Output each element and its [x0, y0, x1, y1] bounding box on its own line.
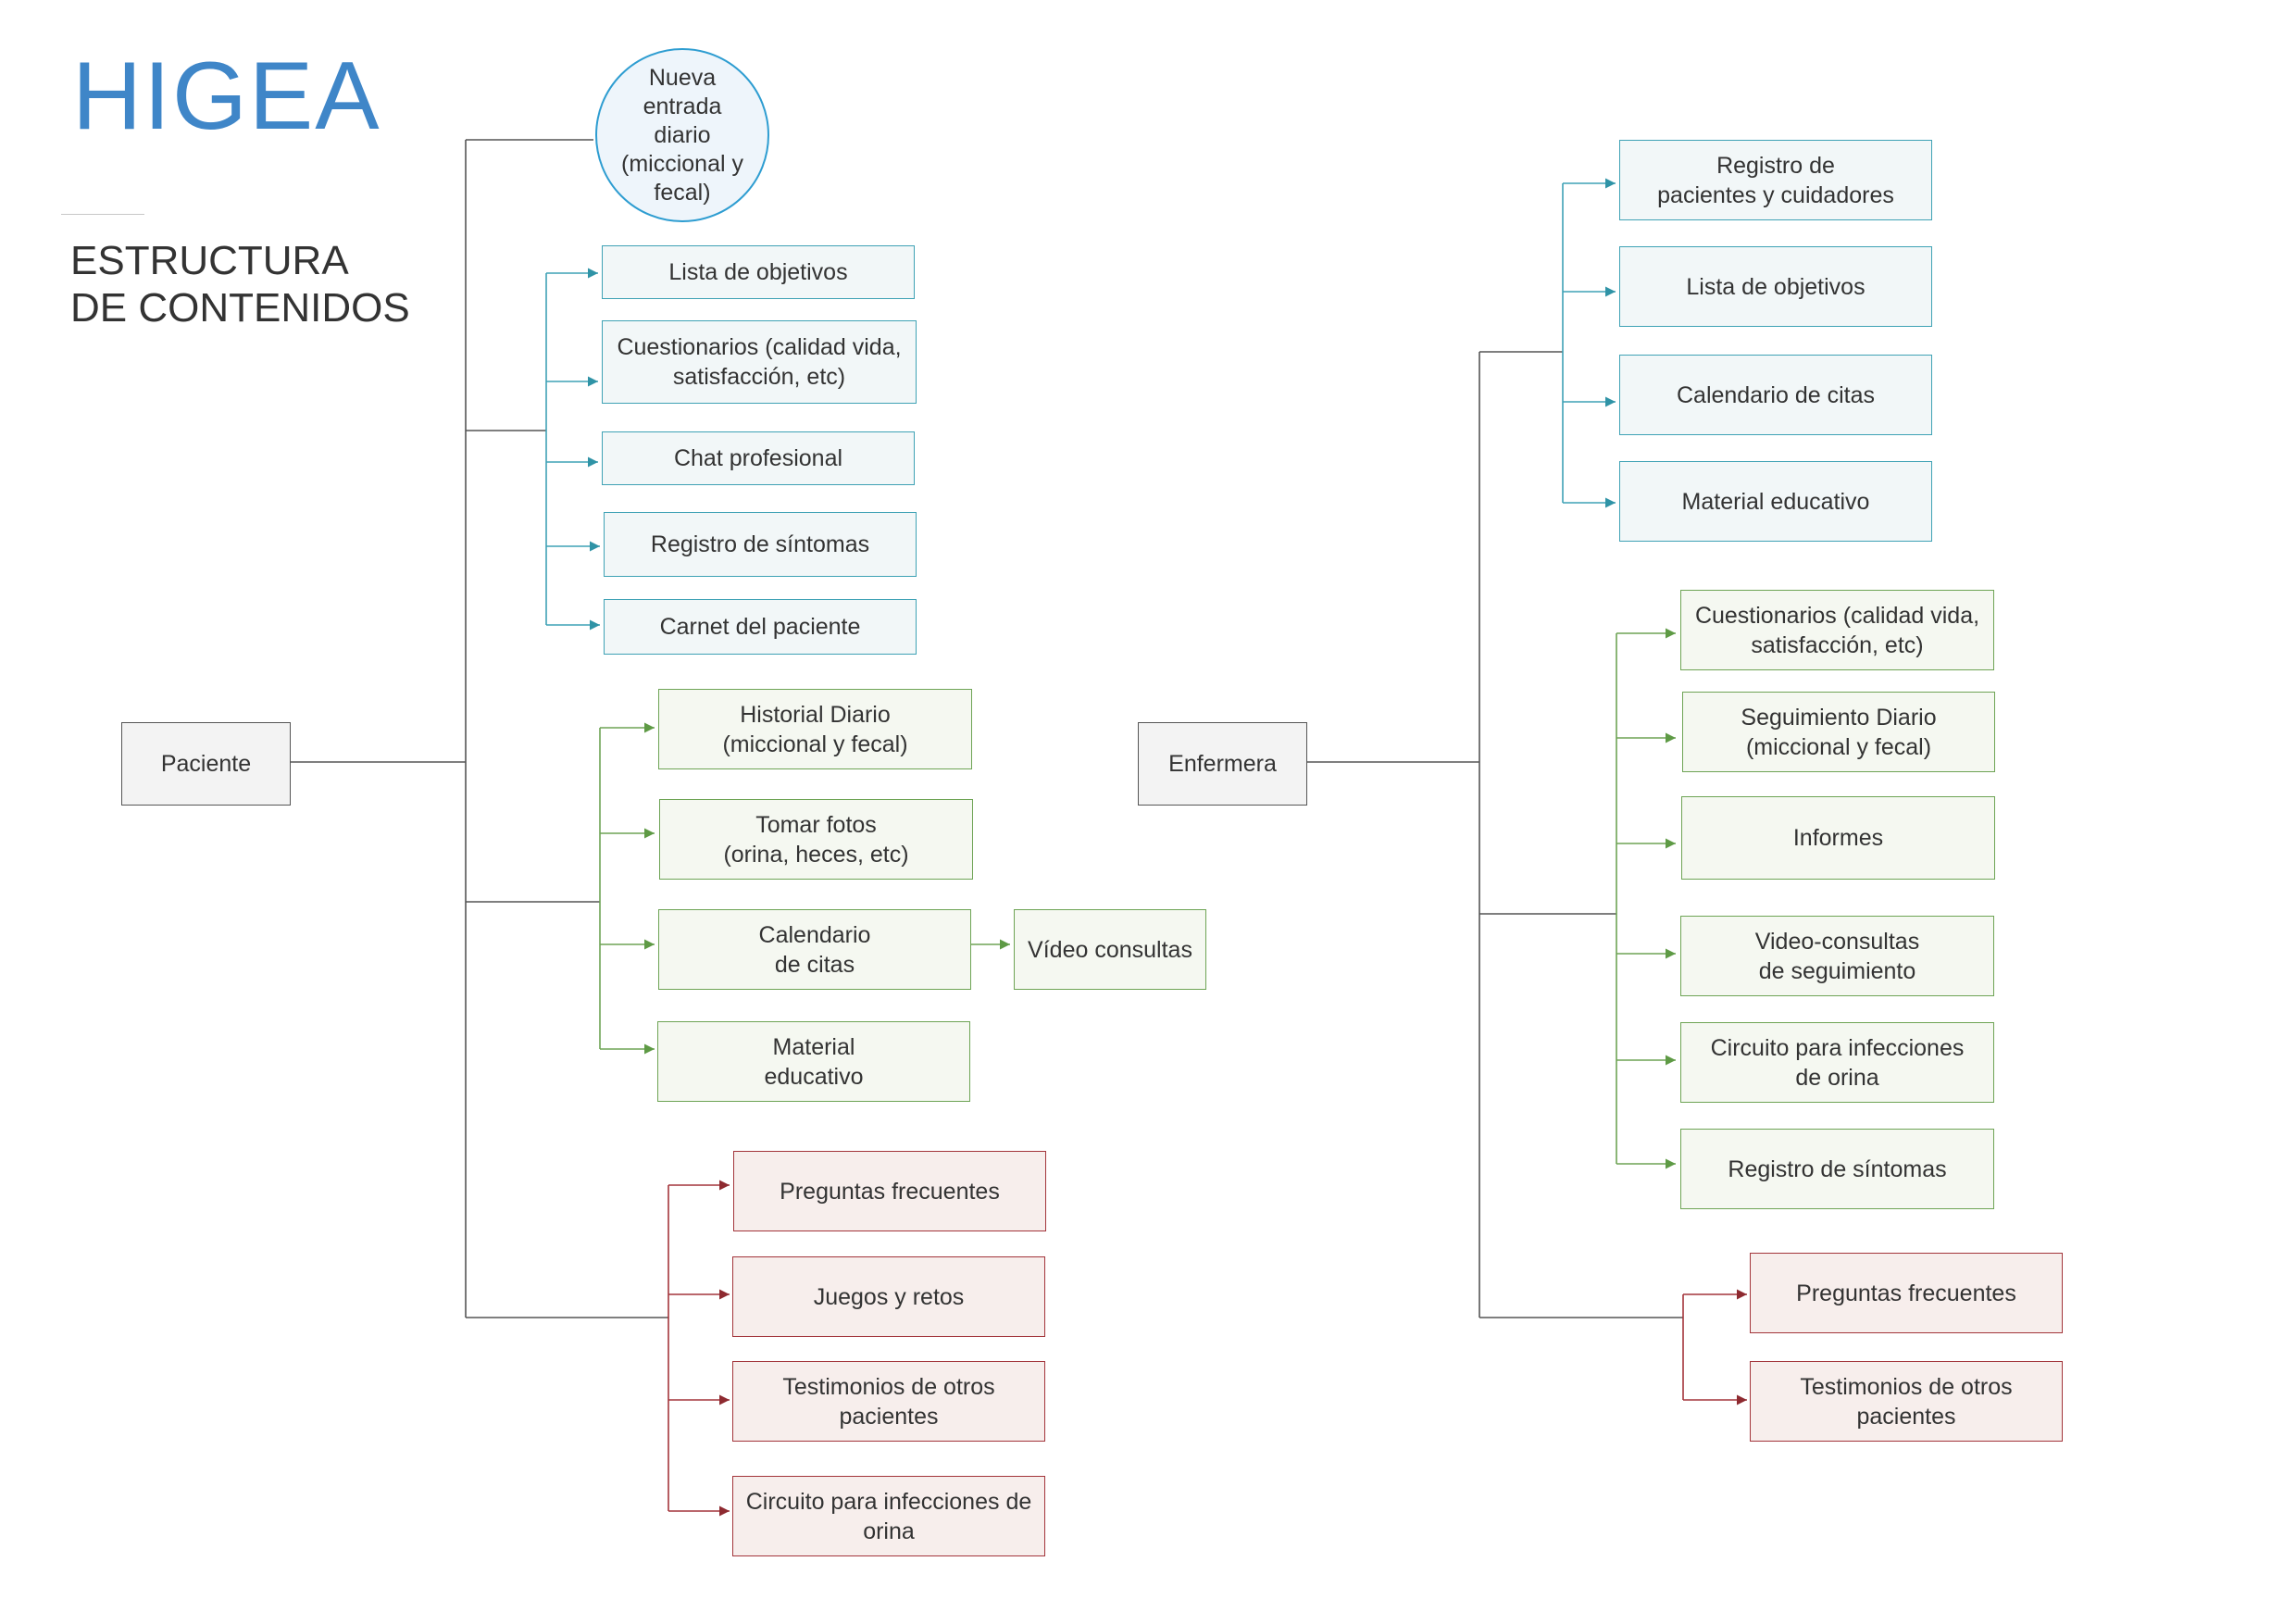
node-label: Material educativo — [1681, 488, 1870, 515]
node-label: Circuito para infecciones de — [745, 1488, 1032, 1515]
node-label: educativo — [764, 1063, 864, 1090]
node-label: pacientes y cuidadores — [1657, 181, 1894, 208]
node-label: Enfermera — [1168, 751, 1277, 777]
subtitle-line: DE CONTENIDOS — [70, 285, 410, 331]
node-label: Historial Diario — [740, 701, 891, 728]
node-label: Testimonios de otros — [1800, 1373, 2013, 1400]
node-label: Video-consultas — [1754, 928, 1920, 955]
paciente-node-registro-sintomas[interactable]: Registro de síntomas — [604, 512, 917, 577]
node-label: satisfacción, etc) — [672, 364, 846, 390]
node-label: pacientes — [839, 1403, 939, 1430]
root-node-paciente[interactable]: Paciente — [121, 722, 291, 806]
enfermera-green-connectors — [1616, 628, 1676, 1169]
node-label: Lista de objetivos — [668, 259, 848, 285]
node-label: Cuestionarios (calidad vida, — [1694, 602, 1980, 629]
node-label: Registro de — [1716, 152, 1835, 179]
enfermera-node-circuito-infecciones[interactable]: Circuito para infecciones de orina — [1680, 1022, 1994, 1103]
node-label: Preguntas frecuentes — [1796, 1280, 2016, 1306]
node-label: (orina, heces, etc) — [723, 841, 909, 868]
enfermera-node-calendario-citas[interactable]: Calendario de citas — [1619, 355, 1932, 435]
node-label: Registro de síntomas — [650, 531, 870, 557]
paciente-trunk — [291, 139, 668, 1318]
node-label: (miccional y — [621, 150, 743, 177]
enfermera-trunk — [1307, 351, 1683, 1318]
node-label: Chat profesional — [673, 445, 843, 471]
paciente-node-chat-profesional[interactable]: Chat profesional — [602, 431, 915, 485]
paciente-node-preguntas-frecuentes[interactable]: Preguntas frecuentes — [733, 1151, 1046, 1231]
node-label: de citas — [774, 951, 855, 978]
paciente-node-historial-diario[interactable]: Historial Diario (miccional y fecal) — [658, 689, 972, 769]
enfermera-node-seguimiento-diario[interactable]: Seguimiento Diario (miccional y fecal) — [1682, 692, 1995, 772]
root-node-enfermera[interactable]: Enfermera — [1138, 722, 1307, 806]
enfermera-node-cuestionarios[interactable]: Cuestionarios (calidad vida, satisfacció… — [1680, 590, 1994, 670]
paciente-blue-connectors — [545, 268, 600, 631]
enfermera-node-material-educativo[interactable]: Material educativo — [1619, 461, 1932, 542]
paciente-node-material-educativo[interactable]: Material educativo — [657, 1021, 970, 1102]
node-label: Preguntas frecuentes — [780, 1178, 1000, 1205]
paciente-red-connectors — [668, 1180, 730, 1517]
paciente-node-video-consultas[interactable]: Vídeo consultas — [1014, 909, 1206, 990]
enfermera-node-registro-pacientes[interactable]: Registro de pacientes y cuidadores — [1619, 140, 1932, 220]
node-label: Cuestionarios (calidad vida, — [617, 334, 902, 360]
node-label: Juegos y retos — [813, 1283, 965, 1310]
node-label: Lista de objetivos — [1686, 273, 1866, 300]
node-label: (miccional y fecal) — [1745, 733, 1932, 760]
node-label: Carnet del paciente — [659, 614, 861, 640]
node-label: Calendario — [758, 921, 871, 948]
enfermera-node-video-consultas[interactable]: Video-consultas de seguimiento — [1680, 916, 1994, 996]
paciente-node-juegos-retos[interactable]: Juegos y retos — [732, 1256, 1045, 1337]
paciente-node-circuito-infecciones[interactable]: Circuito para infecciones de orina — [732, 1476, 1045, 1556]
subtitle-line: ESTRUCTURA — [70, 238, 349, 283]
node-label: orina — [863, 1518, 915, 1544]
title-divider — [61, 214, 144, 215]
node-label: Nueva — [648, 64, 717, 91]
node-label: fecal) — [654, 179, 711, 206]
node-label: de orina — [1795, 1064, 1879, 1091]
enfermera-node-preguntas-frecuentes[interactable]: Preguntas frecuentes — [1750, 1253, 2063, 1333]
node-label: Material — [772, 1033, 855, 1060]
node-label: Informes — [1792, 825, 1884, 851]
enfermera-node-testimonios[interactable]: Testimonios de otros pacientes — [1750, 1361, 2063, 1442]
paciente-node-cuestionarios[interactable]: Cuestionarios (calidad vida, satisfacció… — [602, 320, 917, 404]
node-label: Registro de síntomas — [1728, 1156, 1947, 1182]
node-label: (miccional y fecal) — [722, 731, 908, 757]
paciente-green-connectors — [599, 722, 1010, 1055]
enfermera-node-lista-objetivos[interactable]: Lista de objetivos — [1619, 246, 1932, 327]
node-label: Testimonios de otros — [782, 1373, 995, 1400]
enfermera-blue-connectors — [1562, 178, 1616, 508]
enfermera-red-connectors — [1682, 1289, 1747, 1405]
node-label: Vídeo consultas — [1028, 936, 1192, 963]
enfermera-node-informes[interactable]: Informes — [1681, 796, 1995, 880]
node-label: Tomar fotos — [755, 811, 877, 838]
node-label: diario — [654, 121, 711, 148]
node-label: de seguimiento — [1758, 957, 1916, 984]
paciente-node-calendario-citas[interactable]: Calendario de citas — [658, 909, 971, 990]
nueva-entrada-diario-node[interactable]: Nueva entrada diario (miccional y fecal) — [595, 48, 769, 222]
page-title: HIGEA — [72, 43, 381, 150]
page-subtitle: ESTRUCTURA DE CONTENIDOS — [70, 237, 410, 331]
node-label: Circuito para infecciones — [1710, 1034, 1965, 1061]
node-label: Calendario de citas — [1676, 381, 1875, 408]
paciente-node-carnet[interactable]: Carnet del paciente — [604, 599, 917, 655]
node-label: Seguimiento Diario — [1741, 704, 1937, 731]
enfermera-node-registro-sintomas[interactable]: Registro de síntomas — [1680, 1129, 1994, 1209]
node-label: satisfacción, etc) — [1751, 631, 1924, 658]
node-label: Paciente — [160, 751, 252, 777]
paciente-node-tomar-fotos[interactable]: Tomar fotos (orina, heces, etc) — [659, 799, 973, 880]
node-label: entrada — [643, 93, 722, 119]
paciente-node-lista-objetivos[interactable]: Lista de objetivos — [602, 245, 915, 299]
paciente-node-testimonios[interactable]: Testimonios de otros pacientes — [732, 1361, 1045, 1442]
node-label: pacientes — [1856, 1403, 1956, 1430]
